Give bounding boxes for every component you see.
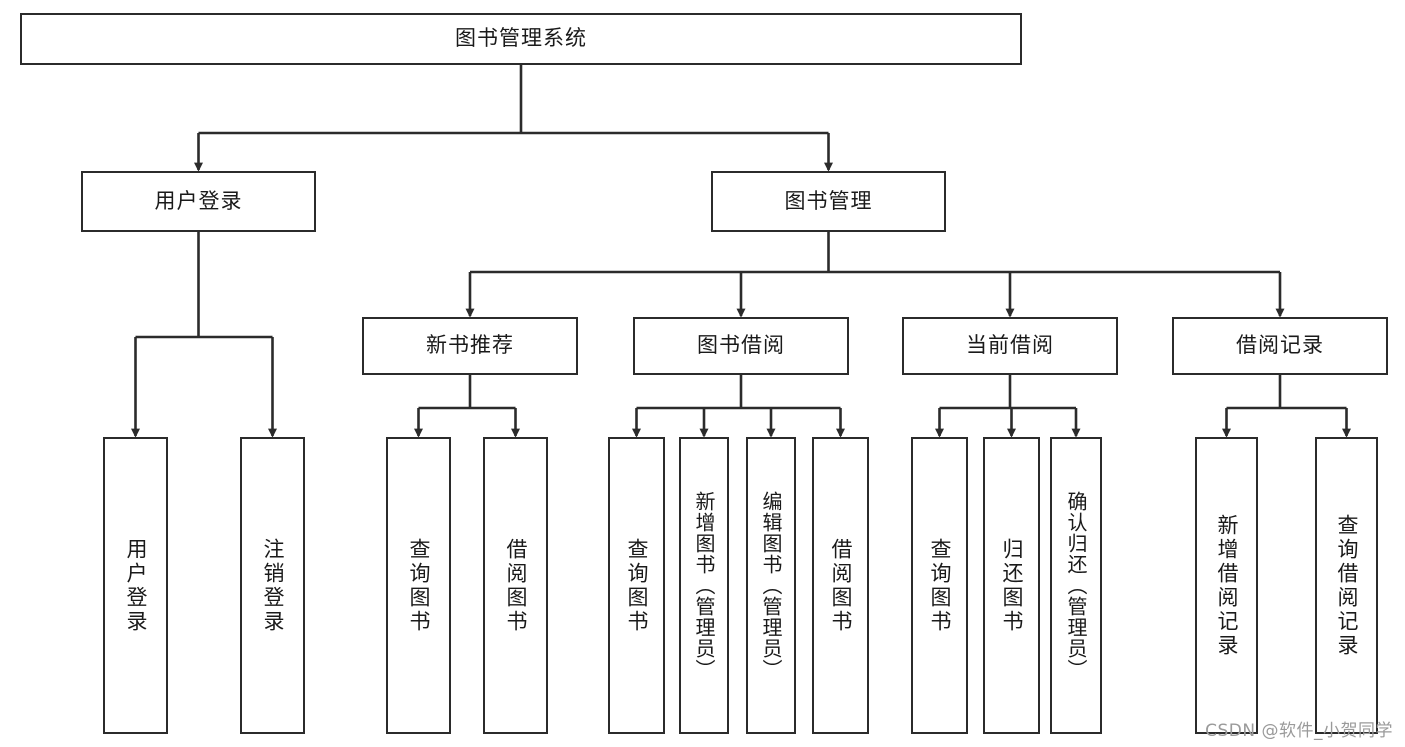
node-bookmgmt[interactable]: 图书管理	[711, 171, 946, 232]
node-leaf-bw-edit[interactable]: 编辑图书（管理员）	[746, 437, 796, 734]
node-leaf-cur-confirm[interactable]: 确认归还（管理员）	[1050, 437, 1102, 734]
node-login[interactable]: 用户登录	[81, 171, 316, 232]
node-label: 查询图书	[407, 537, 431, 634]
node-label: 借阅图书	[504, 537, 528, 634]
node-leaf-nb-query[interactable]: 查询图书	[386, 437, 451, 734]
node-label: 注销登录	[261, 537, 285, 634]
node-label: 查询借阅记录	[1335, 513, 1359, 658]
node-newbook[interactable]: 新书推荐	[362, 317, 578, 375]
node-leaf-cur-query[interactable]: 查询图书	[911, 437, 968, 734]
node-current[interactable]: 当前借阅	[902, 317, 1118, 375]
node-label: 编辑图书（管理员）	[759, 491, 783, 680]
node-root[interactable]: 图书管理系统	[20, 13, 1022, 65]
node-label: 用户登录	[124, 537, 148, 634]
node-label: 借阅图书	[829, 537, 853, 634]
node-records[interactable]: 借阅记录	[1172, 317, 1388, 375]
node-borrow[interactable]: 图书借阅	[633, 317, 849, 375]
node-label: 图书管理系统	[455, 26, 587, 51]
node-leaf-user-login[interactable]: 用户登录	[103, 437, 168, 734]
node-label: 新增借阅记录	[1215, 513, 1239, 658]
node-leaf-cur-return[interactable]: 归还图书	[983, 437, 1040, 734]
node-label: 新增图书（管理员）	[692, 491, 716, 680]
node-label: 查询图书	[928, 537, 952, 634]
node-label: 归还图书	[1000, 537, 1024, 634]
node-label: 确认归还（管理员）	[1064, 491, 1088, 680]
node-label: 查询图书	[625, 537, 649, 634]
node-leaf-rec-add[interactable]: 新增借阅记录	[1195, 437, 1258, 734]
node-label: 用户登录	[154, 188, 243, 213]
node-leaf-rec-query[interactable]: 查询借阅记录	[1315, 437, 1378, 734]
node-label: 图书借阅	[697, 333, 785, 358]
node-label: 当前借阅	[966, 333, 1054, 358]
node-label: 借阅记录	[1236, 333, 1324, 358]
node-leaf-bw-borrow[interactable]: 借阅图书	[812, 437, 869, 734]
node-leaf-bw-query[interactable]: 查询图书	[608, 437, 665, 734]
node-leaf-logout[interactable]: 注销登录	[240, 437, 305, 734]
node-label: 新书推荐	[426, 333, 514, 358]
node-leaf-bw-add[interactable]: 新增图书（管理员）	[679, 437, 729, 734]
node-leaf-nb-borrow[interactable]: 借阅图书	[483, 437, 548, 734]
node-label: 图书管理	[784, 188, 873, 213]
